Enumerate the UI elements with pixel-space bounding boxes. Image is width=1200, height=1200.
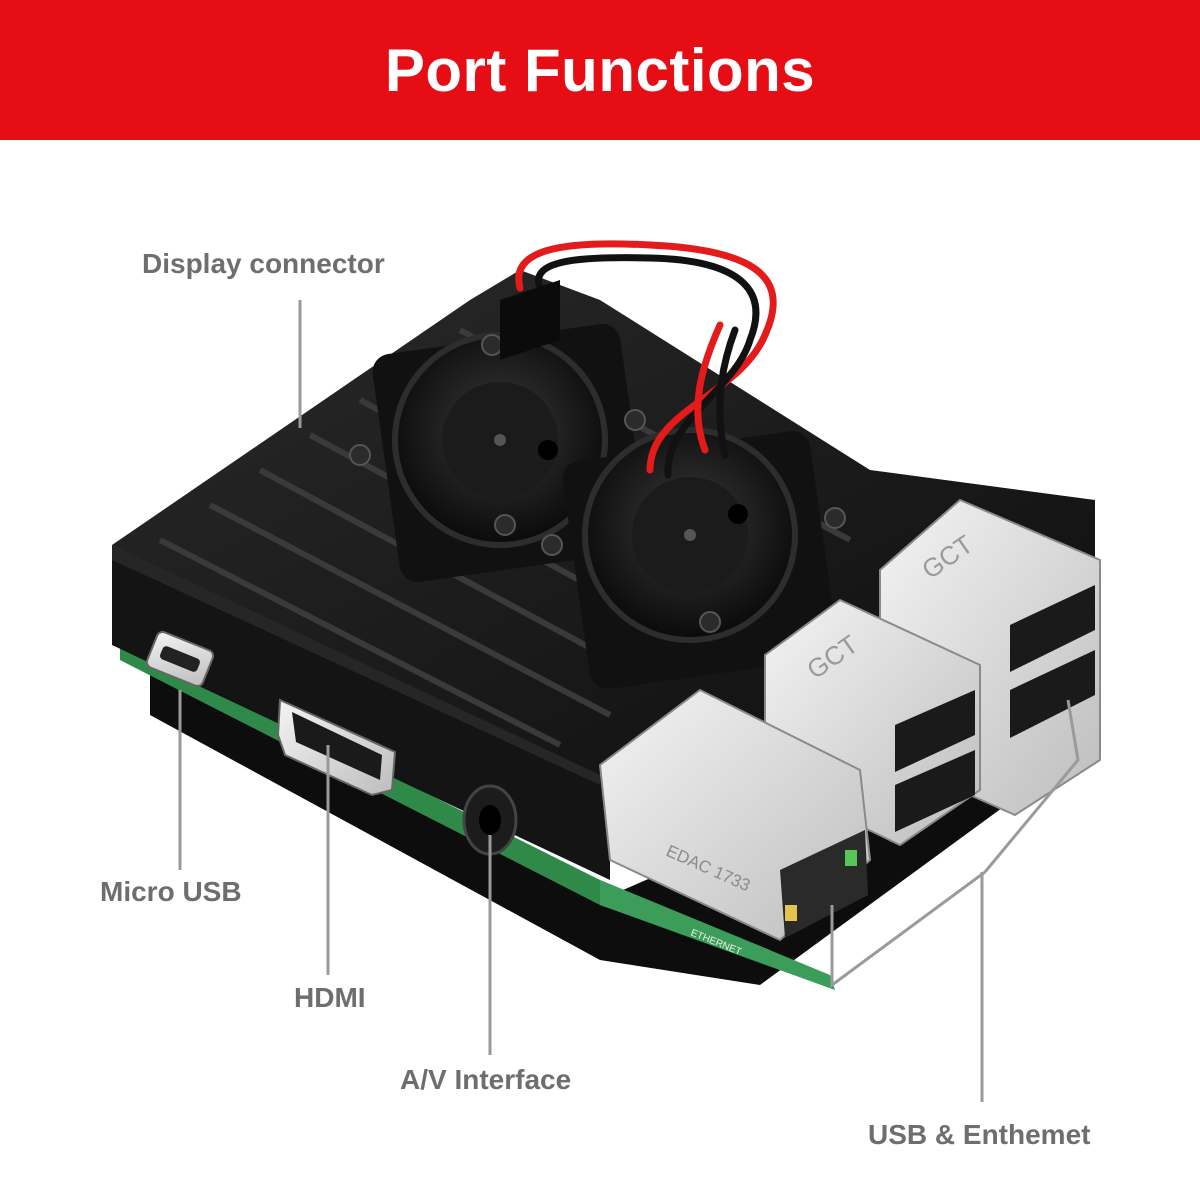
cooling-fan-right	[494, 427, 846, 689]
header-banner: Port Functions	[0, 0, 1200, 140]
label-usb-ethernet: USB & Enthemet	[868, 1119, 1091, 1150]
usb-ethernet-bracket-left	[830, 870, 986, 988]
page-title: Port Functions	[384, 36, 816, 104]
fan-wires	[515, 240, 777, 479]
leader-lines	[178, 300, 1080, 1102]
micro-usb-port	[145, 630, 215, 688]
label-hdmi: HDMI	[294, 982, 366, 1013]
display-connector-slot	[500, 280, 560, 360]
label-av-interface: A/V Interface	[400, 1064, 572, 1095]
usb-ethernet-bracket-right	[983, 699, 1080, 873]
label-display-connector: Display connector	[142, 248, 385, 279]
ethernet-port: EDAC 1733	[598, 688, 872, 942]
label-micro-usb: Micro USB	[100, 876, 242, 907]
hdmi-port	[276, 698, 397, 797]
